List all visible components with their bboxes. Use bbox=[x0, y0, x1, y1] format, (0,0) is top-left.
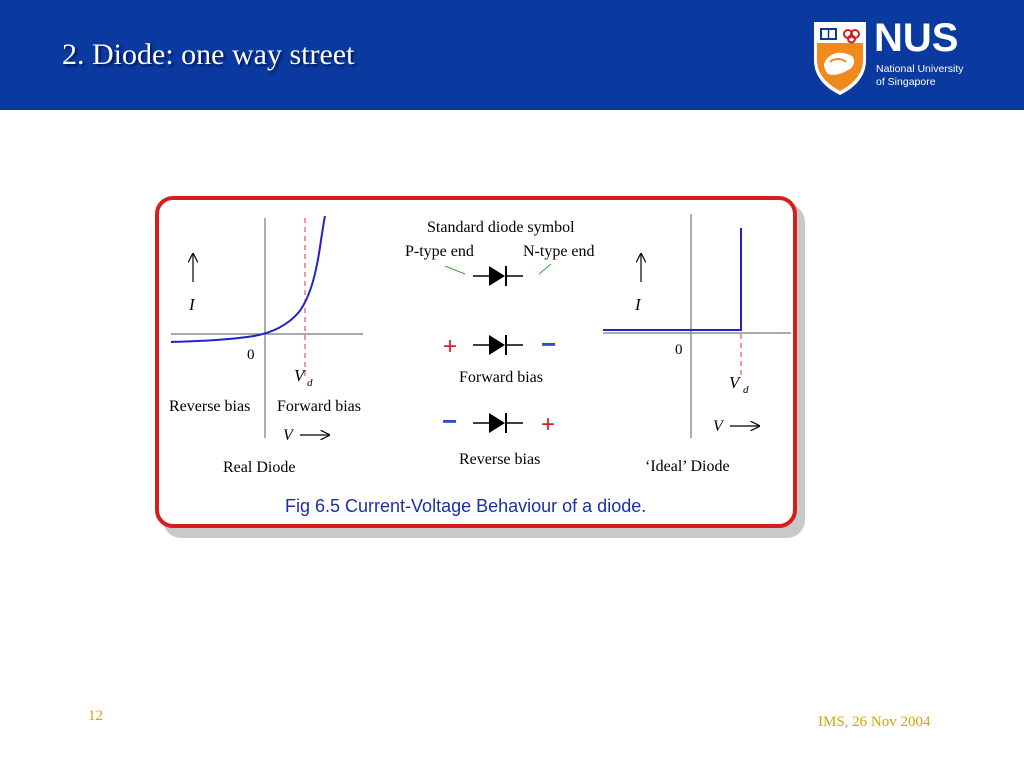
forward-bias-symbol-label: Forward bias bbox=[459, 369, 543, 386]
n-type-label: N-type end bbox=[523, 243, 595, 260]
logo-subtitle-line1: National University bbox=[876, 63, 964, 75]
nus-crest-icon bbox=[814, 22, 866, 95]
real-origin-label: 0 bbox=[247, 347, 255, 363]
footer-event-date: IMS, 26 Nov 2004 bbox=[818, 714, 931, 730]
forward-diode-symbol-icon bbox=[473, 335, 523, 355]
ideal-v-label: V bbox=[713, 418, 725, 435]
forward-bias-region-label: Forward bias bbox=[277, 398, 361, 415]
ideal-iv-curve bbox=[603, 228, 742, 331]
reverse-bias-symbol-label: Reverse bias bbox=[459, 451, 540, 468]
standard-symbol-label: Standard diode symbol bbox=[427, 219, 575, 236]
ideal-vd-subscript: d bbox=[743, 384, 749, 396]
real-v-label: V bbox=[283, 427, 295, 444]
nus-logo: NUS National University of Singapore bbox=[812, 16, 987, 98]
real-vd-subscript: d bbox=[307, 377, 313, 389]
reverse-bias-region-label: Reverse bias bbox=[169, 398, 250, 415]
logo-subtitle-line2: of Singapore bbox=[876, 76, 936, 88]
reverse-diode-symbol-icon bbox=[473, 413, 523, 433]
ideal-diode-title: ‘Ideal’ Diode bbox=[645, 458, 730, 475]
real-vd-label: V bbox=[294, 366, 307, 385]
real-diode-title: Real Diode bbox=[223, 459, 295, 476]
ideal-vd-label: V bbox=[729, 373, 742, 392]
p-type-pointer bbox=[444, 265, 466, 275]
logo-wordmark: NUS bbox=[874, 16, 959, 60]
diode-figure: I 0 V d Reverse bias Forward bias V Real… bbox=[155, 196, 797, 528]
p-type-label: P-type end bbox=[405, 243, 474, 260]
reverse-plus-sign: + bbox=[541, 411, 555, 438]
ideal-i-label: I bbox=[634, 295, 642, 314]
real-iv-curve bbox=[170, 215, 326, 343]
slide-header: 2. Diode: one way street NUS National Un… bbox=[0, 0, 1024, 110]
ideal-origin-label: 0 bbox=[675, 342, 683, 358]
n-type-pointer bbox=[538, 263, 552, 275]
page-number: 12 bbox=[88, 708, 103, 724]
real-diode-graph: I 0 V d Reverse bias Forward bias V Real… bbox=[169, 215, 363, 476]
standard-diode-symbol-icon bbox=[473, 266, 523, 286]
diode-figure-canvas: I 0 V d Reverse bias Forward bias V Real… bbox=[169, 214, 791, 516]
slide-title: 2. Diode: one way street bbox=[62, 38, 355, 71]
forward-minus-sign: − bbox=[541, 329, 556, 359]
ideal-diode-graph: I 0 V d V ‘Ideal’ Diode bbox=[603, 214, 791, 475]
real-i-label: I bbox=[188, 295, 196, 314]
reverse-minus-sign: − bbox=[442, 406, 457, 436]
figure-caption: Fig 6.5 Current-Voltage Behaviour of a d… bbox=[285, 496, 646, 516]
forward-plus-sign: + bbox=[443, 333, 457, 360]
diode-symbols: Standard diode symbol P-type end N-type … bbox=[405, 219, 595, 468]
